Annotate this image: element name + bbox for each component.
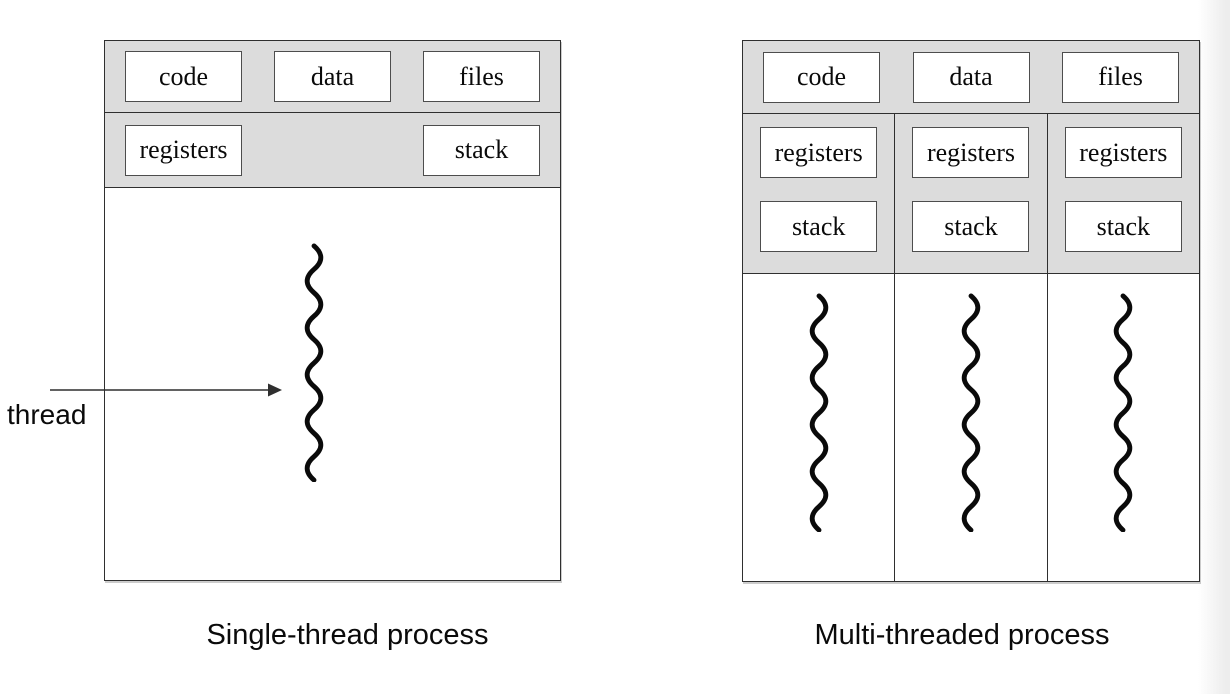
thread-squiggle-icon	[1114, 293, 1133, 532]
thread-squiggle-icon	[304, 243, 324, 482]
files-box: files	[423, 51, 540, 102]
registers-label: registers	[139, 135, 228, 164]
stack-label: stack	[944, 211, 998, 241]
registers-label: registers	[1079, 137, 1168, 167]
code-label: code	[158, 61, 209, 91]
shared-resources-row: code data files	[105, 41, 560, 113]
files-label: files	[459, 61, 504, 91]
single-thread-body	[105, 188, 560, 580]
page-edge-gradient	[1198, 0, 1230, 694]
registers-stack-row: registers stack	[105, 113, 560, 188]
thread-column-1: registers stack	[743, 114, 895, 581]
thread-1-private-state: registers stack	[743, 114, 895, 274]
data-box: data	[274, 51, 391, 102]
registers-label: registers	[926, 137, 1016, 167]
registers-box: registers	[912, 127, 1030, 178]
thread-column-3: registers stack	[1046, 114, 1199, 581]
thread-pointer-arrow	[50, 383, 282, 397]
code-label: code	[796, 62, 847, 91]
single-thread-process-box: code data files registers stack	[104, 40, 561, 581]
multi-threaded-caption: Multi-threaded process	[814, 619, 1110, 651]
thread-column-2: registers stack	[894, 114, 1047, 581]
thread-2-private-state: registers stack	[895, 114, 1047, 274]
code-box: code	[125, 51, 242, 102]
stack-label: stack	[1096, 211, 1151, 241]
stack-box: stack	[760, 201, 878, 252]
stack-label: stack	[791, 211, 846, 241]
thread-3-private-state: registers stack	[1047, 114, 1199, 274]
thread-squiggle-icon	[809, 293, 828, 532]
files-box: files	[1062, 51, 1179, 103]
stack-box: stack	[423, 124, 540, 176]
thread-3-flow	[1047, 274, 1199, 581]
data-label: data	[949, 62, 993, 91]
registers-label: registers	[774, 137, 863, 167]
registers-box: registers	[125, 124, 242, 176]
registers-box: registers	[1064, 127, 1182, 178]
multi-threaded-process-box: code data files registers stack	[742, 40, 1200, 582]
thread-columns: registers stack registers	[743, 114, 1199, 581]
single-thread-caption: Single-thread process	[206, 619, 489, 651]
files-label: files	[1098, 62, 1143, 91]
stack-box: stack	[1064, 201, 1182, 252]
shared-resources-row: code data files	[743, 41, 1199, 114]
data-label: data	[310, 61, 355, 91]
data-box: data	[912, 51, 1030, 103]
thread-2-flow	[895, 274, 1047, 581]
thread-pointer-label: thread	[7, 399, 87, 430]
thread-squiggle-icon	[961, 293, 981, 532]
code-box: code	[763, 51, 880, 103]
thread-1-flow	[743, 274, 895, 581]
stack-label: stack	[454, 135, 509, 164]
registers-box: registers	[760, 127, 878, 178]
stack-box: stack	[912, 201, 1030, 252]
